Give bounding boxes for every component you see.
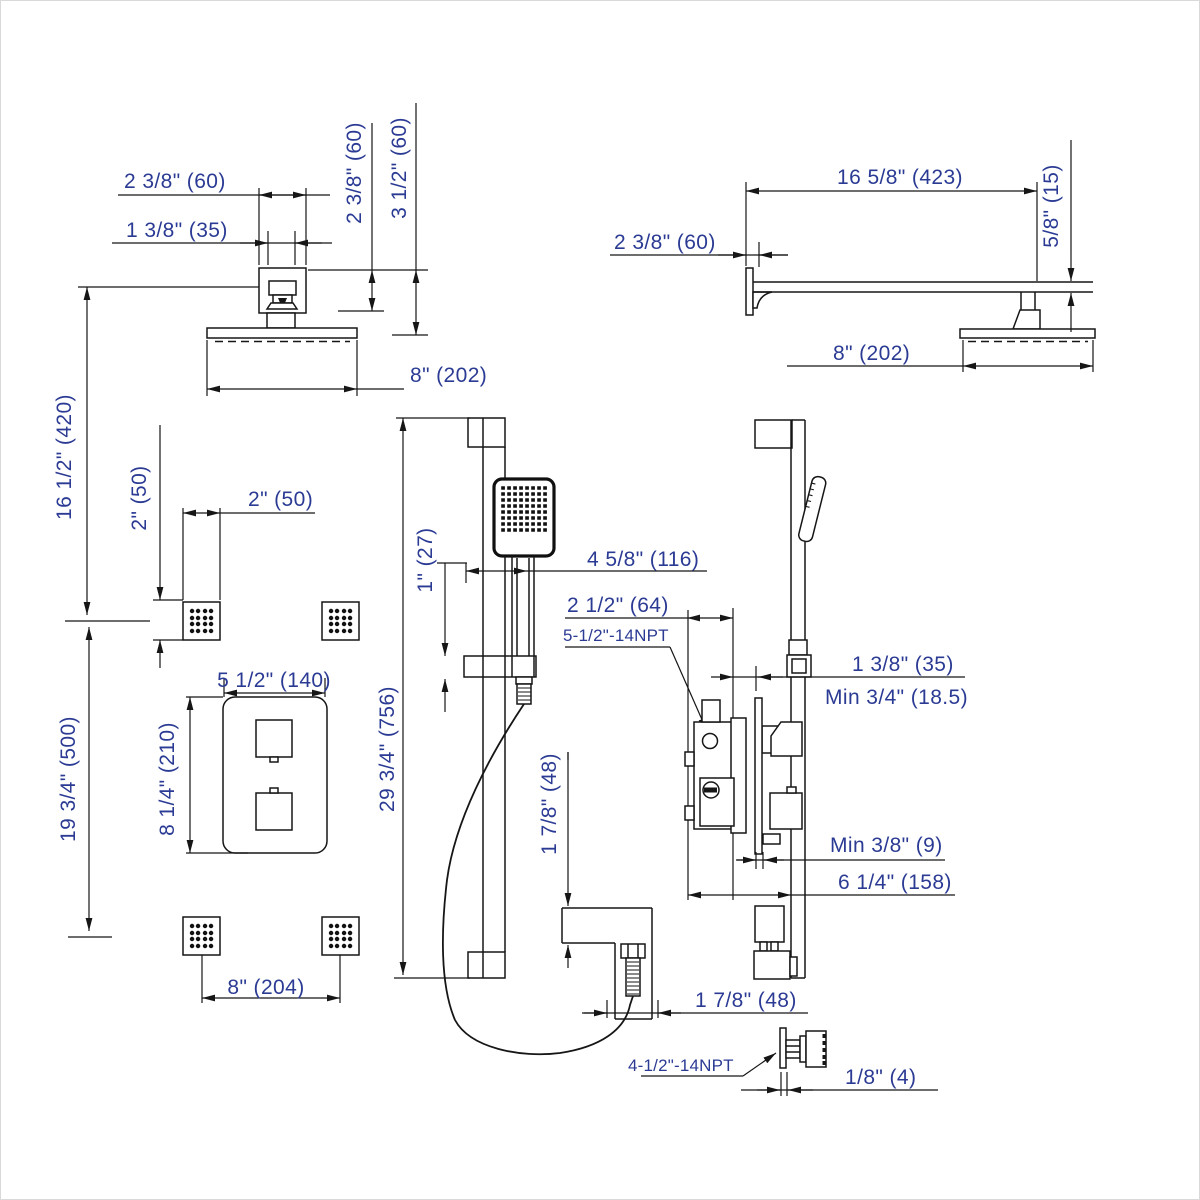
dim-label-trim-width: 5 1/2" (140) [217, 669, 331, 692]
water-supply-outlet [561, 907, 653, 1020]
jet-wall-plate-side [779, 1027, 787, 1069]
body-jet [321, 916, 360, 956]
shower-hose [441, 703, 634, 1056]
view-body-jet-side: 1/8" (4) [741, 1027, 938, 1096]
dim-label-outlet-offset: 1 7/8" (48) [695, 989, 797, 1012]
body-jet [182, 601, 221, 641]
body-jet [321, 601, 360, 641]
dim-label-head-front-plate-width: 2 3/8" (60) [124, 170, 226, 193]
slider-clamp [463, 655, 537, 678]
dim-label-head-to-jets: 16 1/2" (420) [53, 394, 76, 520]
bar-bottom-bracket [467, 951, 506, 979]
dim-label-jet-height: 2" (50) [128, 465, 151, 530]
note-valve-inlet-thread: 5-1/2"-14NPT [563, 626, 669, 645]
dim-label-min-trim-gap: Min 3/8" (9) [830, 834, 943, 857]
dim-label-jets-spacing: 8" (204) [227, 976, 304, 999]
dim-label-trim-height: 8 1/4" (210) [156, 722, 179, 836]
hand-shower-handle [511, 556, 535, 656]
view-body-jets-front: 16 1/2" (420) 19 3/4" (500) 2" (50) 2" (… [53, 286, 360, 1003]
dim-label-side-wall-plate: 2 3/8" (60) [614, 231, 716, 254]
hose-connector [516, 683, 532, 705]
trim-plate-side [754, 697, 763, 855]
dim-label-outlet-drop: 1 7/8" (48) [538, 753, 561, 855]
bar-top-bracket [467, 417, 506, 448]
dim-label-arm-length: 16 5/8" (423) [837, 166, 963, 189]
rain-head-front [206, 327, 358, 339]
bar-top-bracket-side [754, 419, 793, 449]
body-jet [182, 916, 221, 956]
note-jet-thread: 4-1/2"-14NPT [628, 1056, 734, 1075]
dim-label-head-thickness: 5/8" (15) [1040, 164, 1063, 247]
valve-inlet-port [701, 732, 719, 750]
dim-label-jets-row-gap: 19 3/4" (500) [57, 716, 80, 842]
view-shower-head-side: 16 5/8" (423) 2 3/8" (60) 5/8" (15) 8" (… [610, 140, 1096, 372]
rain-head-side [959, 328, 1096, 339]
dim-label-head-side-width: 8" (202) [833, 342, 910, 365]
dim-label-head-front-plate-height: 2 3/8" (60) [343, 122, 366, 224]
dim-label-handshower-offset: 4 5/8" (116) [587, 548, 699, 571]
outlet-side [754, 905, 785, 943]
dim-label-valve-depth: 2 1/2" (64) [567, 594, 669, 617]
dim-label-slider-height: 1" (27) [414, 527, 437, 592]
dim-label-slide-bar-length: 29 3/4" (756) [376, 686, 399, 812]
dim-label-min-depth: Min 3/4" (18.5) [825, 686, 968, 709]
valve-knob-upper [255, 719, 293, 758]
view-valve-side: 1 3/8" (35) Min 3/4" (18.5) Min 3/8" (9)… [684, 419, 968, 980]
hand-shower-side [797, 475, 827, 543]
view-shower-head-front: 2 3/8" (60) 1 3/8" (35) 2 3/8" (60) 3 1/… [112, 103, 487, 396]
dim-label-jet-wall-gap: 1/8" (4) [845, 1066, 916, 1089]
valve-knob-lower [255, 792, 293, 831]
dim-label-head-front-width: 8" (202) [410, 364, 487, 387]
dim-label-head-front-drop: 3 1/2" (60) [388, 117, 411, 219]
dim-label-bar-offset: 1 3/8" (35) [852, 653, 954, 676]
view-slide-bar-front: 29 3/4" (756) 1" (27) 4 5/8" (116) 2 1/2… [376, 417, 808, 1077]
thermostatic-valve-trim-plate [222, 696, 328, 854]
dim-label-jet-width: 2" (50) [248, 488, 313, 511]
dim-label-total-depth: 6 1/4" (158) [838, 871, 952, 894]
dim-label-head-front-arm-width: 1 3/8" (35) [126, 219, 228, 242]
